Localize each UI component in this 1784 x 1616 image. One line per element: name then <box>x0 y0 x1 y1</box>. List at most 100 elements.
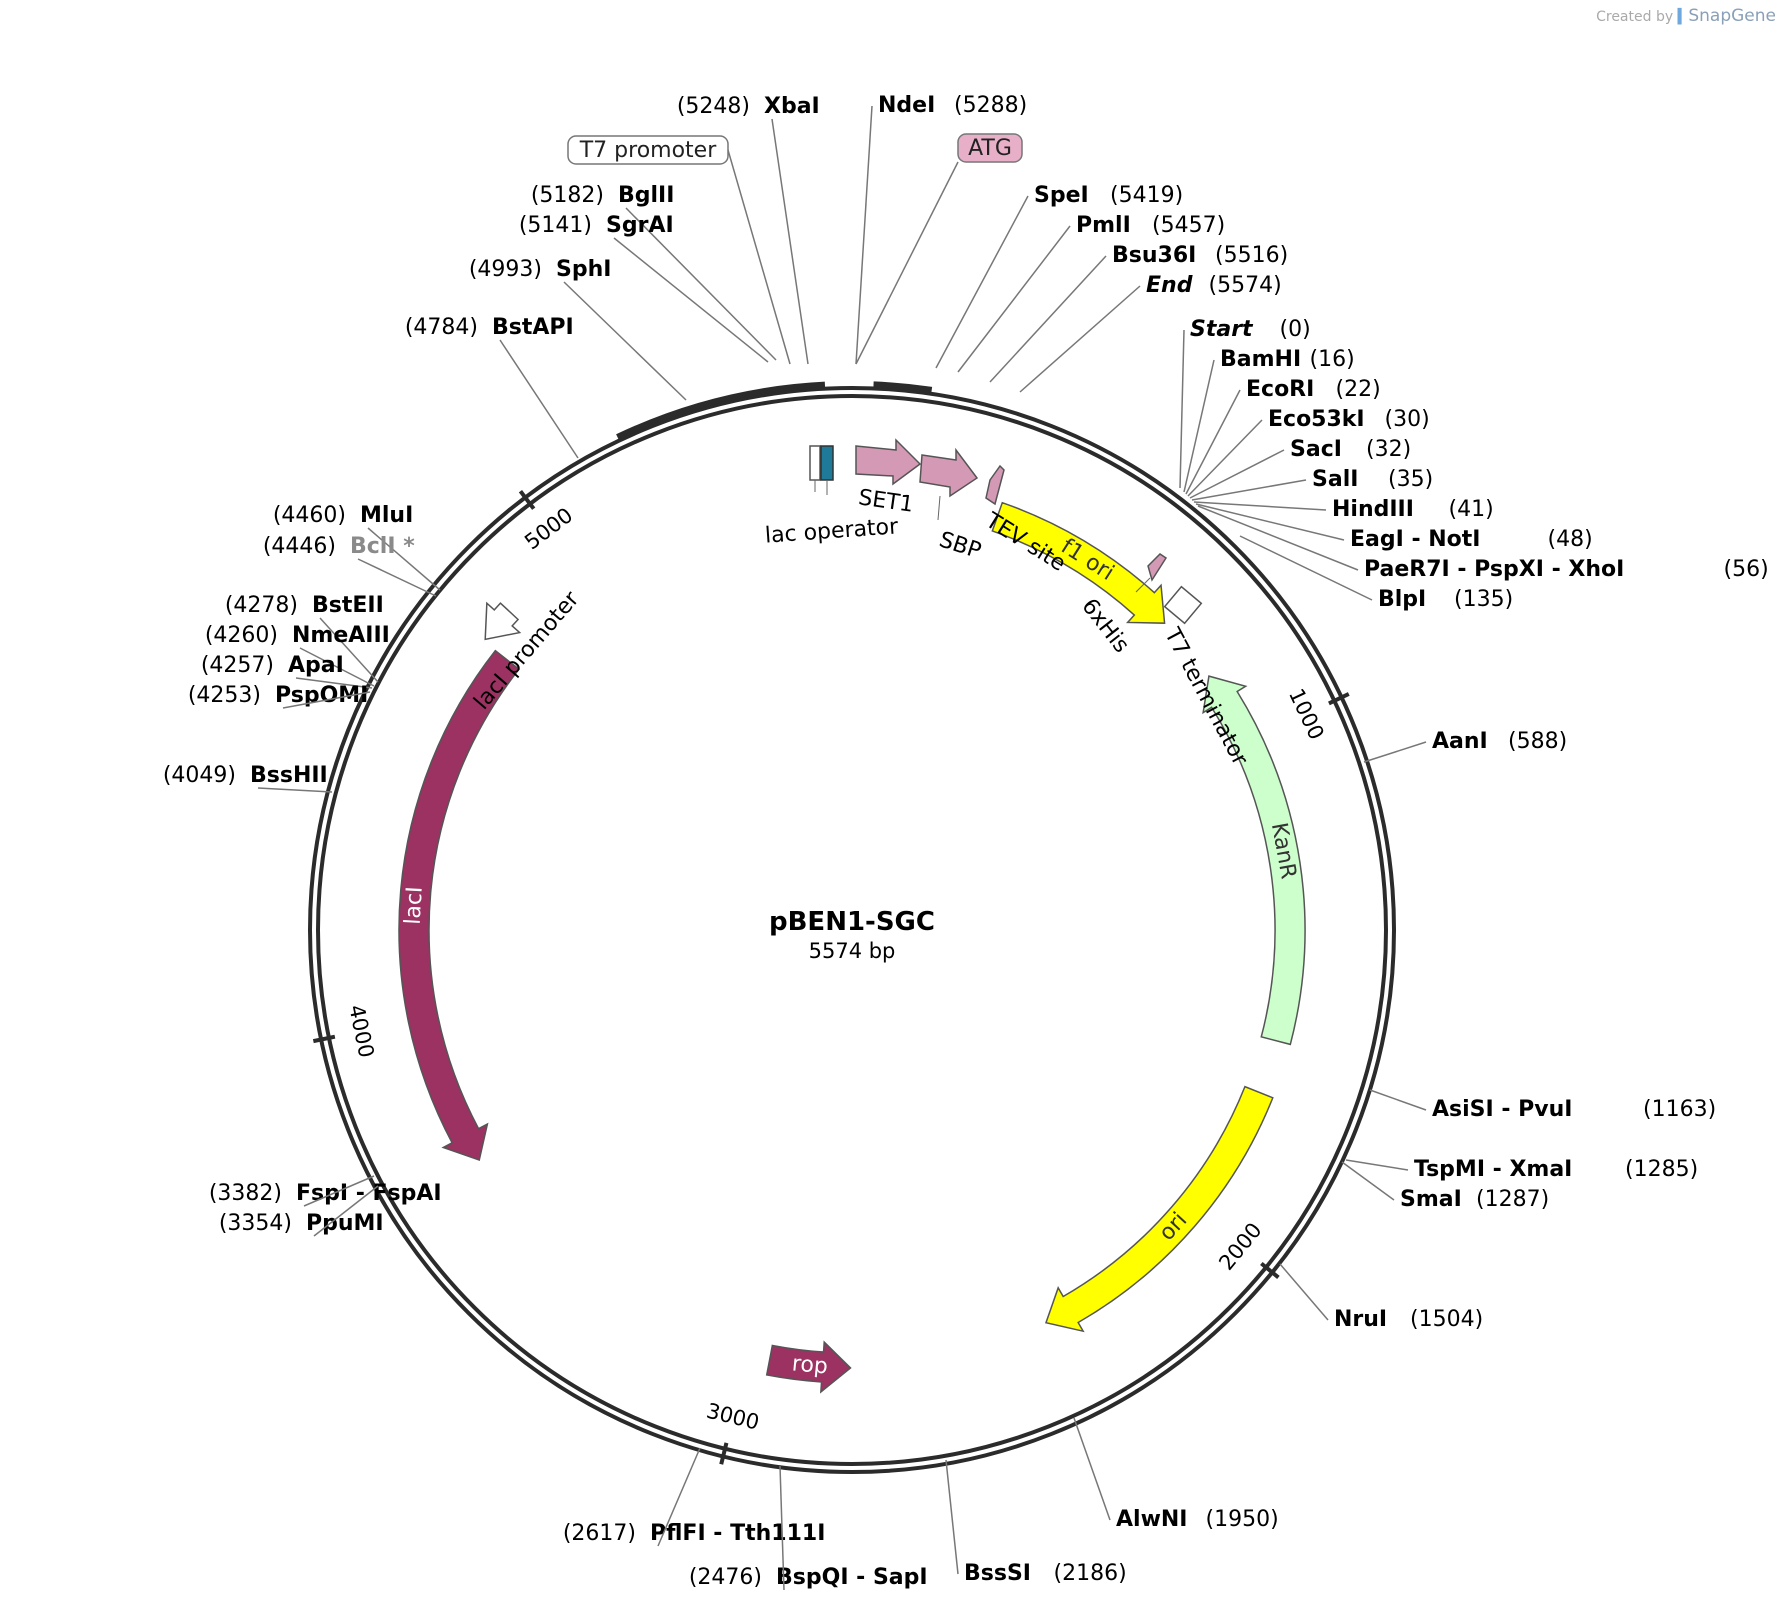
site-name: AlwNI <box>1116 1507 1188 1532</box>
site-position: (48) <box>1548 527 1593 552</box>
feature-arrow-rop <box>765 1340 852 1394</box>
site-SpeI: SpeI(5419) <box>935 183 1183 369</box>
site-name: BssSI <box>964 1561 1031 1586</box>
site-leader <box>1187 419 1263 497</box>
site-ApaI: ApaI (4257) <box>201 653 373 689</box>
site-leader <box>1345 1159 1409 1171</box>
site-position: (4257) <box>201 653 274 678</box>
site-leader <box>935 195 1029 369</box>
site-name: TspMI - XmaI <box>1414 1157 1572 1182</box>
tick-4000 <box>312 1034 336 1044</box>
site-NruI: NruI (1504) <box>1279 1263 1483 1332</box>
site-leader <box>367 527 441 591</box>
site-PspOMI: PspOMI(4253) <box>188 683 371 709</box>
site-leader <box>319 617 379 683</box>
site-BstAPI: BstAPI(4784) <box>405 315 579 459</box>
site-leader <box>295 677 373 689</box>
TEV-site-arrow <box>985 464 1005 506</box>
mcs-thick-segment-right <box>873 381 933 393</box>
site-position: (4460) <box>273 503 346 528</box>
site-name: BglII <box>618 183 674 208</box>
site-leader <box>945 1459 959 1575</box>
site-name: BssHII <box>250 763 328 788</box>
site-leader <box>303 1175 375 1207</box>
site-position: (5419) <box>1110 183 1183 208</box>
site-Bsu36I: Bsu36I(5516) <box>989 243 1288 383</box>
feature-arrow-ori <box>1044 1085 1274 1333</box>
snapgene-logo-icon: ▍ <box>1677 9 1689 25</box>
SBP-arrow <box>919 447 979 498</box>
site-FspI-FspAI: FspI - FspAI(3382) <box>209 1175 442 1207</box>
site-AanI: AanI(588) <box>1363 729 1567 763</box>
mcs-label-lac-operator: lac operator <box>764 514 900 548</box>
site-position: (4993) <box>469 257 542 282</box>
site-BspQI-SapI: BspQI - SapI (2476) <box>689 1465 928 1591</box>
site-position: (4253) <box>188 683 261 708</box>
site-position: (5288) <box>954 93 1027 118</box>
site-BlpI: BlpI(135) <box>1239 535 1513 612</box>
restriction-sites: XbaI(5248)NdeI(5288)BglII(5182)SgrAI(514… <box>163 93 1769 1591</box>
site-leader <box>1185 389 1241 495</box>
site-name: SgrAI <box>606 213 674 238</box>
plasmid-center-label: pBEN1-SGC 5574 bp <box>769 907 935 963</box>
site-name: Start <box>1190 317 1254 342</box>
site-leader <box>357 558 437 597</box>
SET1-arrow <box>855 438 922 486</box>
credit-brand: SnapGene <box>1688 6 1776 26</box>
boxed-label-ATG <box>957 133 1023 163</box>
site-leader <box>313 1185 379 1237</box>
site-name: ApaI <box>288 653 344 678</box>
site-leader <box>1193 501 1327 511</box>
site-leader <box>989 255 1107 383</box>
credit-prefix: Created by <box>1596 9 1674 25</box>
tick-5000 <box>518 489 536 510</box>
T7-terminator-box <box>1163 585 1203 625</box>
site-name: NruI <box>1334 1307 1387 1332</box>
tick-3000 <box>719 1442 729 1465</box>
site-name: PflFI - Tth111I <box>650 1521 825 1546</box>
site-EagI-NotI: EagI - NotI(48) <box>1195 503 1593 552</box>
boxed-label-leader-ATG <box>855 161 959 365</box>
site-leader <box>771 118 809 365</box>
site-name: XbaI <box>764 94 820 119</box>
site-HindIII: HindIII(41) <box>1193 497 1494 522</box>
site-position: (1504) <box>1410 1307 1483 1332</box>
site-leader <box>282 691 371 709</box>
site-leader <box>299 647 375 687</box>
site-name: PmlI <box>1076 213 1131 238</box>
site-leader <box>499 339 579 459</box>
site-leader <box>1195 503 1345 541</box>
tick-2000 <box>1260 1261 1280 1279</box>
feature-arrow-KanR <box>1202 675 1306 1046</box>
site-leader <box>779 1465 785 1591</box>
site-position: (1950) <box>1206 1507 1279 1532</box>
site-PaeR7I-PspXI-XhoI: PaeR7I - PspXI - XhoI(56) <box>1197 505 1769 582</box>
site-name: HindIII <box>1332 497 1414 522</box>
site-AsiSI-PvuI: AsiSI - PvuI(1163) <box>1369 1089 1716 1122</box>
site-position: (32) <box>1366 437 1411 462</box>
site-position: (3382) <box>209 1181 282 1206</box>
site-position: (56) <box>1724 557 1769 582</box>
tick-label-2000: 2000 <box>1214 1218 1266 1275</box>
6xHis-leader <box>1135 577 1151 593</box>
site-leader <box>1019 285 1141 393</box>
site-position: (4446) <box>263 534 336 559</box>
site-SphI: SphI(4993) <box>469 257 687 401</box>
site-name: BspQI - SapI <box>776 1565 928 1590</box>
site-position: (1163) <box>1643 1097 1716 1122</box>
site-EcoRI: EcoRI(22) <box>1185 377 1381 495</box>
site-position: (30) <box>1385 407 1430 432</box>
site-position: (2476) <box>689 1565 762 1590</box>
site-BclI-: BclI *(4446) <box>263 534 437 597</box>
site-XbaI: XbaI(5248) <box>677 94 820 365</box>
site-PflFI-Tth111I: PflFI - Tth111I(2617) <box>563 1447 825 1547</box>
site-leader <box>957 225 1071 373</box>
site-position: (22) <box>1336 377 1381 402</box>
site-position: (16) <box>1310 347 1355 372</box>
site-name: SalI <box>1312 467 1358 492</box>
site-name: MluI <box>360 503 413 528</box>
plasmid-length: 5574 bp <box>809 939 896 963</box>
site-BstEII: BstEII(4278) <box>225 593 384 683</box>
site-leader <box>1189 449 1285 499</box>
